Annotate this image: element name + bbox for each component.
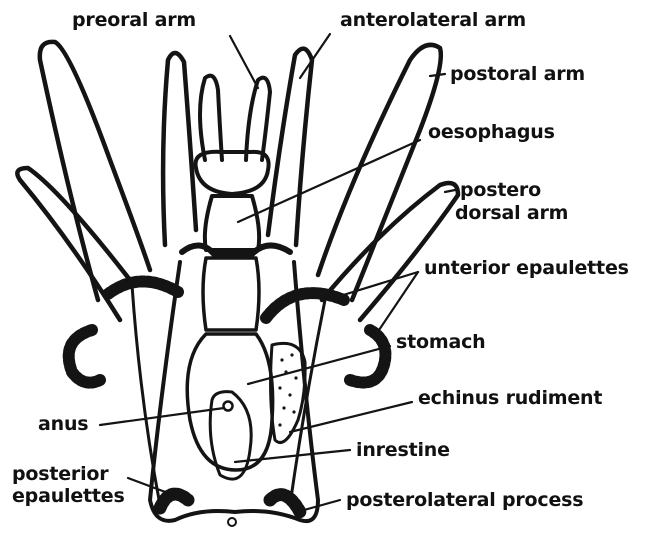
anus-dot [224, 402, 233, 411]
echinus-rudiment-shape [271, 343, 306, 442]
label-intestine: inrestine [356, 440, 450, 460]
body-inner-left [132, 285, 160, 505]
label-anterolateral-arm: anterolateral arm [340, 10, 526, 30]
left-anterolateral-arm [163, 53, 196, 245]
right-preoral-arm [246, 78, 270, 160]
label-oesophagus: oesophagus [428, 122, 555, 142]
oesophagus-shape [205, 196, 259, 250]
label-stomach: stomach [396, 332, 485, 352]
label-posterior-epaulettes-line2: epaulettes [12, 486, 125, 506]
leader-intestine [235, 450, 350, 462]
left-preoral-arm [200, 76, 222, 160]
left-side-epaulette [69, 330, 100, 383]
leader-preoral-arm [230, 36, 258, 88]
body-inner-right [290, 300, 325, 505]
label-postero-dorsal-arm-line1: postero [460, 180, 541, 200]
label-echinus-rudiment: echinus rudiment [418, 388, 602, 408]
left-anterior-epaulette [108, 281, 178, 294]
label-preoral-arm: preoral arm [72, 10, 196, 30]
stomach-column [203, 258, 259, 330]
right-posterior-epaulette [270, 495, 300, 512]
leader-posterolateral-process [304, 500, 340, 510]
label-postoral-arm: postoral arm [450, 64, 585, 84]
leader-anterolateral-arm [300, 34, 330, 78]
left-postoral-arm [40, 42, 150, 300]
right-anterior-epaulette [266, 293, 344, 318]
leader-anterior-epaulettes-b [375, 272, 418, 336]
intestine-shape [210, 392, 251, 479]
label-anterior-epaulettes: unterior epaulettes [424, 258, 629, 278]
leader-postero-dorsal-arm [445, 190, 455, 192]
bottom-mark [228, 518, 236, 526]
right-postoral-arm [318, 45, 441, 300]
echinus-rudiment-texture [278, 353, 297, 426]
right-anterolateral-arm [268, 49, 312, 245]
label-anus: anus [38, 414, 88, 434]
leader-postoral-arm [430, 74, 445, 76]
label-postero-dorsal-arm-line2: dorsal arm [455, 203, 568, 223]
label-posterior-epaulettes-line1: posterior [12, 464, 108, 484]
leader-anterior-epaulettes-a [340, 272, 418, 296]
label-posterolateral-process: posterolateral process [346, 490, 583, 510]
